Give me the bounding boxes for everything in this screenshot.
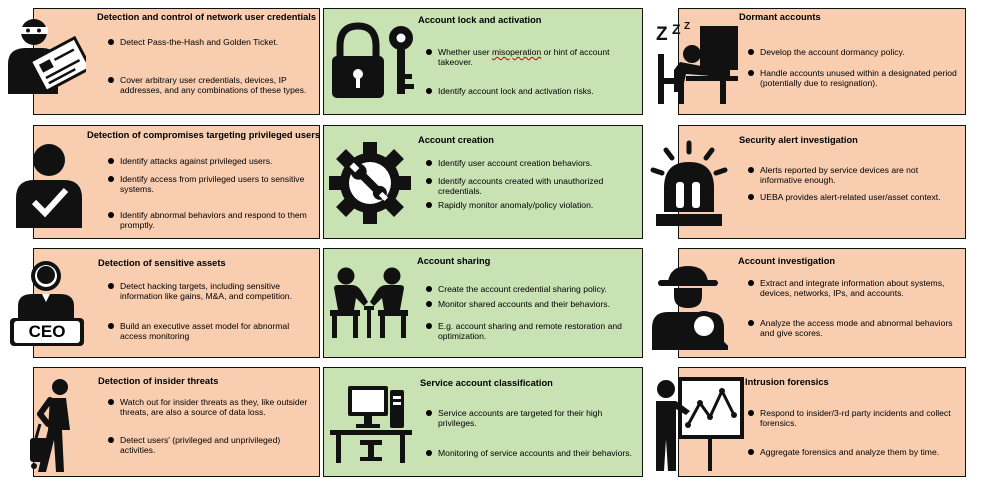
svg-text:Z: Z <box>672 21 681 37</box>
card-title: Dormant accounts <box>739 12 821 22</box>
bullet-item: Cover arbitrary user credentials, device… <box>108 75 315 96</box>
bullet-item: Aggregate forensics and analyze them by … <box>748 447 963 457</box>
bullet-item: Watch out for insider threats as they, l… <box>108 397 315 418</box>
card-insider-threats: Detection of insider threats Watch out f… <box>33 367 320 477</box>
bullet-item: Monitoring of service accounts and their… <box>426 448 643 458</box>
ceo-label: CEO <box>28 322 66 341</box>
card-title: Service account classification <box>420 378 553 388</box>
bullet-item: Identify abnormal behaviors and respond … <box>108 210 315 231</box>
bullet-item: Whether user misoperation or hint of acc… <box>426 47 638 68</box>
bullet-item: Detect hacking targets, including sensit… <box>108 281 315 302</box>
bullet-item: Rapidly monitor anomaly/policy violation… <box>426 200 638 210</box>
bullet-item: Create the account credential sharing po… <box>426 284 638 294</box>
bullet-item: Develop the account dormancy policy. <box>748 47 960 57</box>
card-account-sharing: Account sharing Create the account crede… <box>323 248 643 358</box>
bullet-item: Monitor shared accounts and their behavi… <box>426 299 638 309</box>
card-security-alert: Security alert investigation Alerts repo… <box>678 125 966 239</box>
card-title: Account lock and activation <box>418 15 542 25</box>
bullet-item: Analyze the access mode and abnormal beh… <box>748 318 963 339</box>
bullet-item: UEBA provides alert-related user/asset c… <box>748 192 960 202</box>
card-account-investigation: Account investigation Extract and integr… <box>678 248 966 358</box>
svg-text:Z: Z <box>656 24 668 45</box>
bullet-item: E.g. account sharing and remote restorat… <box>426 321 638 342</box>
bullet-item: Build an executive asset model for abnor… <box>108 321 315 342</box>
card-title: Account sharing <box>417 256 491 266</box>
bullet-item: Detect users' (privileged and unprivileg… <box>108 435 315 456</box>
card-title: Intrusion forensics <box>745 377 829 387</box>
card-title: Account investigation <box>738 256 836 266</box>
card-title: Detection of insider threats <box>98 376 219 386</box>
ceo-icon: CEO <box>8 258 86 348</box>
bullet-item: Identify user account creation behaviors… <box>426 158 638 168</box>
bullet-item: Extract and integrate information about … <box>748 278 963 299</box>
bullet-item: Service accounts are targeted for their … <box>426 408 638 429</box>
bullet-item: Identify attacks against privileged user… <box>108 156 315 166</box>
detective-magnifier-icon <box>650 262 728 350</box>
presenter-chart-icon <box>650 375 744 473</box>
padlock-key-icon <box>330 22 418 100</box>
bullet-item: Identify access from privileged users to… <box>108 174 315 195</box>
people-meeting-icon <box>326 266 412 340</box>
verified-user-icon <box>14 140 84 228</box>
bullet-item: Alerts reported by service devices are n… <box>748 165 960 186</box>
traveler-luggage-icon <box>28 378 84 474</box>
computer-workstation-icon <box>330 382 412 464</box>
gear-wrench-icon <box>327 140 413 226</box>
bullet-item: Identify account lock and activation ris… <box>426 86 638 96</box>
card-title: Detection and control of network user cr… <box>97 12 317 22</box>
misspelling-mark: misoperation <box>491 47 542 57</box>
card-title: Detection of sensitive assets <box>98 258 226 268</box>
bullet-item: Handle accounts unused within a designat… <box>748 68 960 89</box>
card-title: Account creation <box>418 135 494 145</box>
svg-text:Z: Z <box>684 21 690 32</box>
bullet-item: Identify accounts created with unauthori… <box>426 176 638 197</box>
card-title: Security alert investigation <box>739 135 858 145</box>
bullet-item: Detect Pass-the-Hash and Golden Ticket. <box>108 37 315 47</box>
alarm-beacon-icon <box>650 140 728 228</box>
sleeping-user-icon: Z Z Z <box>650 14 740 106</box>
credential-thief-icon <box>6 14 86 96</box>
bullet-item: Respond to insider/3-rd party incidents … <box>748 408 963 429</box>
card-title: Detection of compromises targeting privi… <box>87 130 320 140</box>
